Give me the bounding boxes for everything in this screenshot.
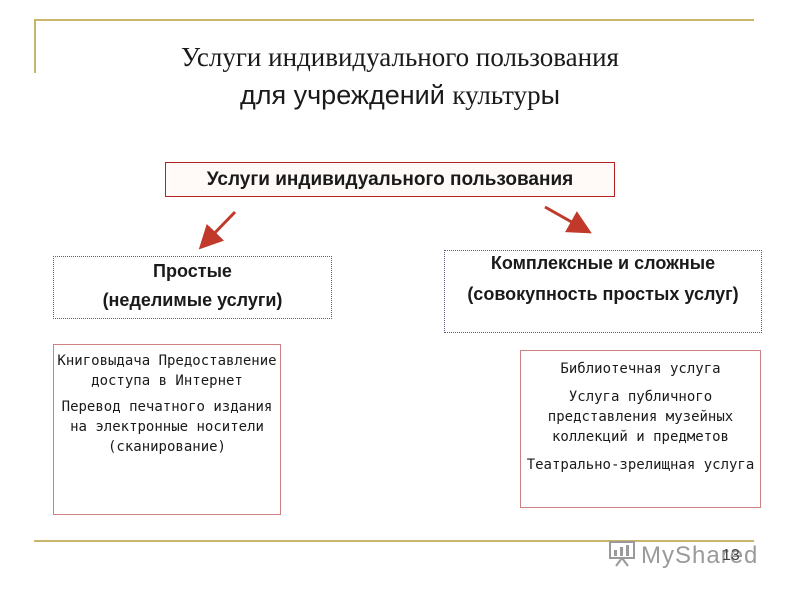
frame-top-line [34, 19, 754, 21]
presentation-icon [607, 538, 637, 575]
frame-left-line [34, 19, 36, 73]
list-item: Перевод печатного издания на электронные… [61, 399, 273, 455]
complex-services-node: Комплексные и сложные (совокупность прос… [444, 250, 762, 333]
simple-examples-list: Книговыдача Предоставление доступа в Инт… [53, 344, 281, 515]
watermark: MyShared [607, 538, 758, 572]
simple-title: Простые [153, 261, 232, 281]
watermark-text: MyShared [641, 541, 759, 569]
simple-services-node: Простые (неделимые услуги) [53, 256, 332, 319]
arrow-right [544, 205, 592, 234]
arrow-left [198, 210, 237, 250]
root-node: Услуги индивидуального пользования [165, 162, 615, 197]
list-item: Услуга публичного представления музейных… [547, 389, 734, 445]
title-part-serif: культур [452, 80, 541, 110]
title-part-end: ы [540, 80, 560, 110]
page-number: 13 [722, 547, 740, 564]
title-part-sans: для учреждений [239, 80, 453, 110]
list-item: Библиотечная услуга [560, 361, 721, 377]
list-item: Книговыдача Предоставление доступа в Инт… [57, 353, 277, 389]
simple-subtitle: (неделимые услуги) [102, 290, 283, 310]
list-item: Театрально-зрелищная услуга [526, 457, 755, 473]
complex-title: Комплексные и сложные [490, 253, 716, 273]
slide-title-line1: Услуги индивидуального пользования [181, 42, 619, 72]
slide-title-line2: для учреждений культуры [0, 80, 800, 111]
complex-subtitle: (совокупность простых услуг) [467, 284, 739, 304]
complex-examples-list: Библиотечная услуга Услуга публичного пр… [520, 350, 761, 508]
frame-bottom-line [34, 540, 754, 542]
